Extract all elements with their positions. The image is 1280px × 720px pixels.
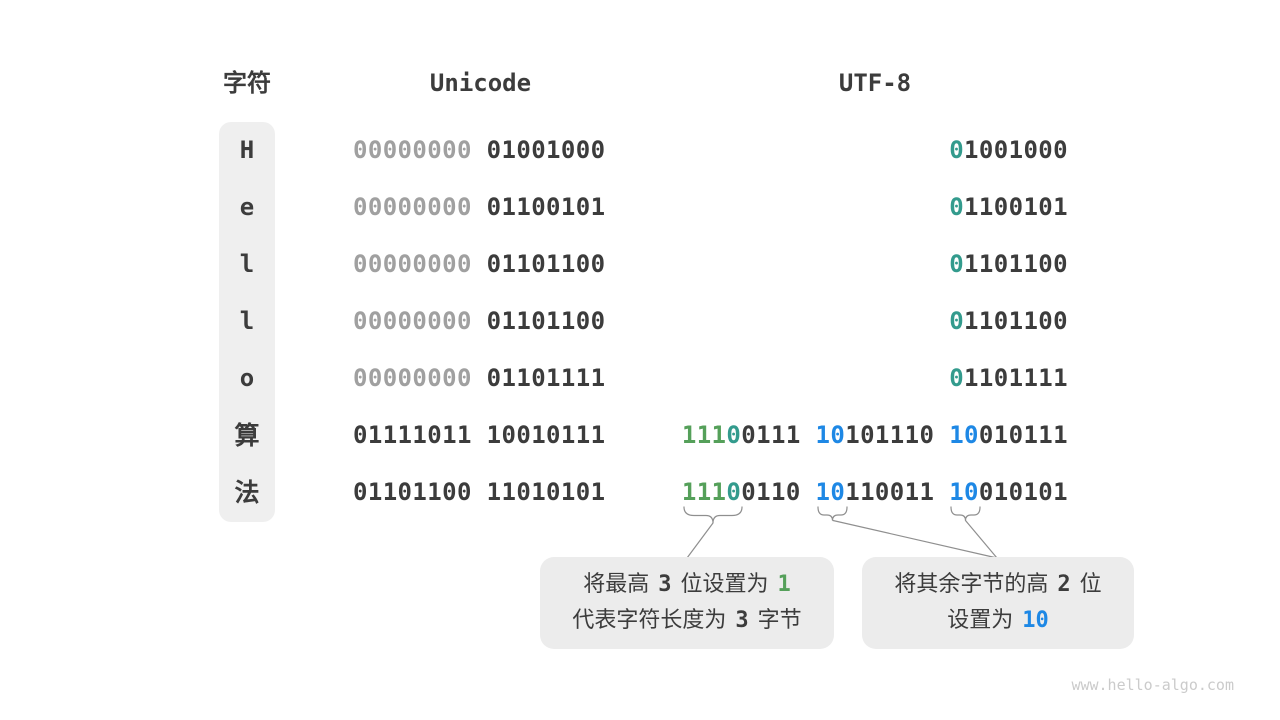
callout-line: 设置为 10: [947, 603, 1049, 639]
binary-segment: 0: [949, 136, 965, 164]
binary-segment: 00000000: [353, 136, 472, 164]
binary-segment: 010111: [978, 421, 1068, 449]
binary-segment: [472, 250, 487, 278]
callout-lead-byte-rule: 将最高 3 位设置为 1 代表字符长度为 3 字节: [540, 557, 834, 649]
unicode-value: 00000000 01001000: [353, 122, 605, 179]
binary-segment: 01101100: [486, 307, 606, 335]
binary-segment: 01111011 10010111: [353, 421, 606, 449]
utf8-value: 11100111 10101110 10010111: [682, 407, 1068, 464]
unicode-value: 01101100 11010101: [353, 464, 605, 521]
callout-segment: 2: [1057, 572, 1071, 597]
utf8-value: 01001000: [949, 122, 1068, 179]
unicode-value: 00000000 01100101: [353, 179, 605, 236]
binary-segment: 0: [949, 364, 965, 392]
binary-segment: 10: [815, 478, 846, 506]
binary-segment: [472, 193, 487, 221]
char-cell: e: [239, 193, 255, 221]
unicode-value: 00000000 01101100: [353, 293, 605, 350]
column-header-unicode: Unicode: [429, 69, 532, 97]
binary-segment: 0: [949, 250, 965, 278]
callout-segment: 字节: [757, 608, 802, 633]
binary-segment: 10: [949, 478, 979, 506]
callout-segment: 位设置为: [680, 572, 769, 597]
binary-segment: 0: [726, 421, 742, 449]
column-header-char: 字符: [223, 69, 271, 97]
callout-segment: 10: [1022, 608, 1049, 633]
binary-segment: 111: [681, 421, 727, 449]
binary-segment: 01101111: [486, 364, 606, 392]
binary-segment: [472, 136, 487, 164]
binary-segment: 1101111: [964, 364, 1068, 392]
callout-segment: 设置为: [947, 608, 1014, 633]
binary-segment: 101110: [845, 421, 950, 449]
binary-segment: 10: [815, 421, 846, 449]
binary-segment: 00000000: [353, 364, 472, 392]
connector-line-cont-2: [964, 519, 998, 559]
unicode-value: 01111011 10010111: [353, 407, 605, 464]
unicode-value: 00000000 01101100: [353, 236, 605, 293]
character-column-background: [219, 122, 275, 522]
unicode-value: 00000000 01101111: [353, 350, 605, 407]
binary-segment: 0: [726, 478, 742, 506]
binary-segment: 00000000: [353, 193, 472, 221]
callout-segment: 将最高: [583, 572, 650, 597]
watermark: www.hello-algo.com: [1071, 676, 1234, 694]
binary-segment: 111: [681, 478, 727, 506]
connector-line-cont-1: [832, 519, 998, 559]
callout-segment: 位: [1079, 572, 1102, 597]
binary-segment: 00000000: [353, 250, 472, 278]
utf8-value: 01101111: [949, 350, 1068, 407]
callout-segment: 1: [777, 572, 791, 597]
binary-segment: 1101100: [964, 250, 1068, 278]
binary-segment: 01001000: [486, 136, 606, 164]
column-header-utf8: UTF-8: [838, 69, 912, 97]
callout-segment: 3: [658, 572, 672, 597]
callout-segment: 将其余字节的高: [894, 572, 1049, 597]
binary-segment: [472, 307, 487, 335]
binary-segment: 0: [949, 307, 965, 335]
binary-segment: 00000000: [353, 307, 472, 335]
callout-segment: 代表字符长度为: [572, 608, 727, 633]
char-cell: 法: [234, 478, 260, 507]
binary-segment: 0: [949, 193, 965, 221]
binary-segment: 10: [949, 421, 979, 449]
binary-segment: 0111: [741, 421, 816, 449]
connector-line-lead: [686, 522, 714, 559]
char-cell: o: [239, 364, 255, 392]
char-cell: l: [239, 250, 255, 278]
callout-segment: 3: [735, 608, 749, 633]
char-cell: l: [239, 307, 255, 335]
binary-segment: [472, 364, 487, 392]
char-cell: H: [239, 136, 255, 164]
binary-segment: 1101100: [964, 307, 1068, 335]
binary-segment: 01101100 11010101: [353, 478, 606, 506]
utf8-value: 11100110 10110011 10010101: [682, 464, 1068, 521]
binary-segment: 110011: [845, 478, 950, 506]
binary-segment: 01101100: [486, 250, 606, 278]
utf8-value: 01101100: [949, 236, 1068, 293]
binary-segment: 1001000: [964, 136, 1068, 164]
char-cell: 算: [234, 421, 260, 450]
utf8-value: 01100101: [949, 179, 1068, 236]
binary-segment: 01100101: [486, 193, 606, 221]
binary-segment: 1100101: [964, 193, 1068, 221]
callout-line: 代表字符长度为 3 字节: [572, 603, 801, 639]
binary-segment: 010101: [978, 478, 1068, 506]
binary-segment: 0110: [741, 478, 816, 506]
callout-line: 将最高 3 位设置为 1: [583, 567, 791, 603]
utf8-value: 01101100: [949, 293, 1068, 350]
